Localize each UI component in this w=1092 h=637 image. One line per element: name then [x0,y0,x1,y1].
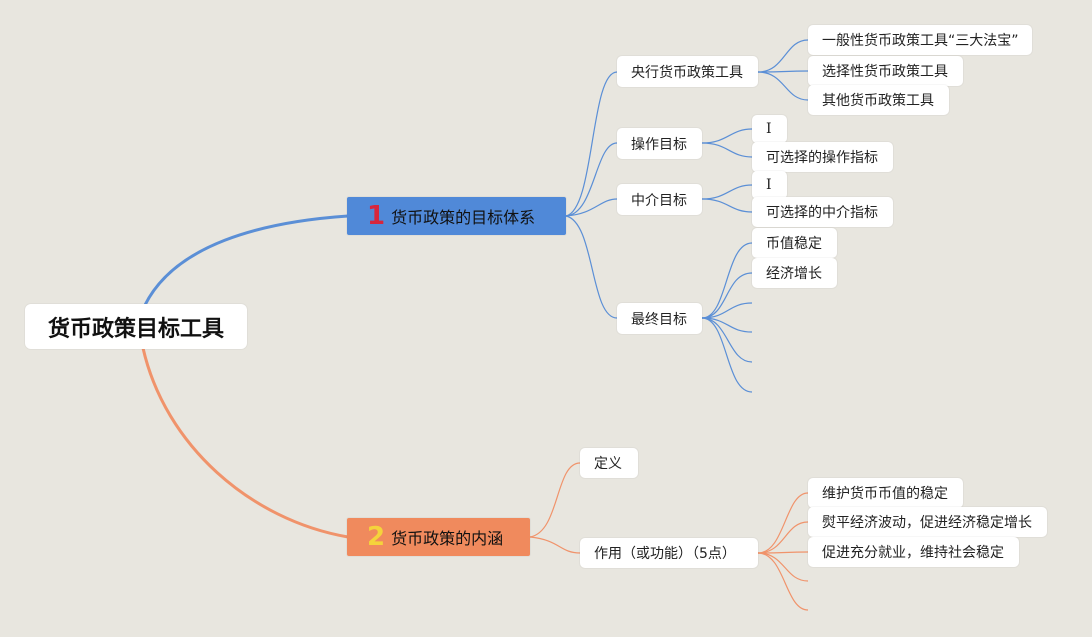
topic-label: 中介目标 [631,192,687,209]
link-b2-function [529,536,581,554]
leaf-smooth-fluctuations[interactable]: 熨平经济波动，促进经济稳定增长 [808,507,1047,537]
branch-number: 2 [367,522,386,552]
leaf-currency-stability[interactable]: 币值稳定 [752,228,837,258]
leaf-other-tools[interactable]: 其他货币政策工具 [808,85,949,115]
topic-function[interactable]: 作用（或功能）（5点） [580,538,758,568]
branch-node-target-system[interactable]: 1 货币政策的目标体系 [347,197,566,235]
leaf-label: I [766,121,772,137]
leaf-label: 可选择的操作指标 [766,150,878,166]
root-label: 货币政策目标工具 [47,316,224,342]
branch-label: 货币政策的目标体系 [391,208,536,227]
topic-definition[interactable]: 定义 [580,448,638,478]
topic-operating-target[interactable]: 操作目标 [617,128,702,159]
leaf-economic-growth[interactable]: 经济增长 [752,258,837,288]
topic-policy-tools[interactable]: 央行货币政策工具 [617,56,758,87]
link-b1-operating [565,142,618,217]
link-b1-intermediate [565,198,618,217]
branch-number: 1 [367,201,386,231]
leaf-label: 熨平经济波动，促进经济稳定增长 [822,515,1032,531]
topic-label: 定义 [594,456,622,472]
leaf-label: 可选择的中介指标 [766,205,878,221]
leaf-intermediate-input[interactable]: I [752,171,787,199]
leaf-label: 一般性货币政策工具“三大法宝” [822,33,1019,49]
leaf-maintain-currency-value[interactable]: 维护货币币值的稳定 [808,478,963,508]
link-b1-policy-tools [565,71,618,217]
topic-intermediate-target[interactable]: 中介目标 [617,184,702,215]
topic-label: 操作目标 [631,136,687,153]
leaf-promote-employment[interactable]: 促进充分就业，维持社会稳定 [808,537,1019,567]
link-root-branch2 [141,347,349,539]
link-b2-definition [529,462,581,538]
leaf-label: 促进充分就业，维持社会稳定 [822,545,1004,561]
leaf-label: 币值稳定 [766,236,822,252]
branch-label: 货币政策的内涵 [391,529,504,548]
leaf-label: I [766,177,772,193]
leaf-label: 其他货币政策工具 [822,93,934,109]
topic-label: 作用（或功能）（5点） [594,546,736,562]
leaf-intermediate-indicators[interactable]: 可选择的中介指标 [752,197,893,227]
link-b1-final [565,215,618,319]
topic-label: 最终目标 [631,311,687,328]
branch-node-connotation[interactable]: 2 货币政策的内涵 [347,518,530,556]
link-root-branch1 [143,214,349,306]
leaf-operating-input[interactable]: I [752,115,787,143]
topic-final-target[interactable]: 最终目标 [617,303,702,334]
leaf-selective-tools[interactable]: 选择性货币政策工具 [808,56,963,86]
topic-label: 央行货币政策工具 [631,64,743,81]
leaf-label: 选择性货币政策工具 [822,64,948,80]
leaf-operating-indicators[interactable]: 可选择的操作指标 [752,142,893,172]
root-node[interactable]: 货币政策目标工具 [25,304,247,349]
leaf-general-tools[interactable]: 一般性货币政策工具“三大法宝” [808,25,1032,55]
leaf-label: 维护货币币值的稳定 [822,486,948,502]
leaf-label: 经济增长 [766,266,822,282]
